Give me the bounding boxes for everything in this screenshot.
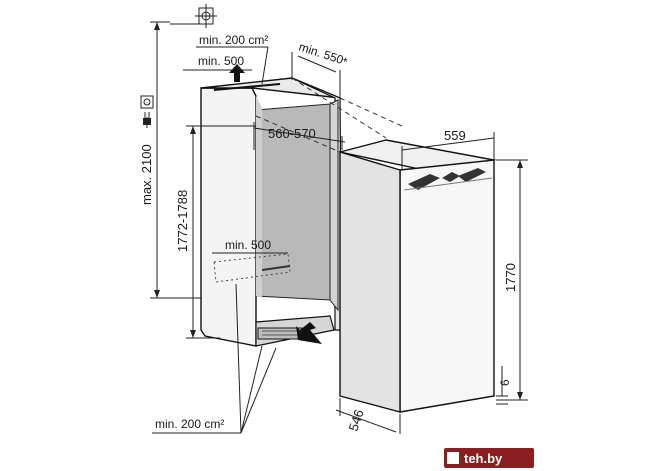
niche-cabinet: [200, 77, 343, 347]
max-height-label: max. 2100: [139, 144, 154, 205]
niche-depth-dimension: [291, 52, 341, 98]
bottom-vent-leader-b: [240, 345, 263, 434]
niche-height-dimension: [186, 125, 256, 339]
top-clearance-label: min. 500: [198, 54, 244, 68]
projection-left: [255, 115, 341, 153]
niche-width-label: 560-570: [268, 126, 316, 141]
socket-icon: [140, 95, 154, 109]
niche-depth-note: *: [343, 55, 348, 69]
top-vent-leader: [261, 46, 269, 85]
appliance-width-dimension: [401, 132, 495, 170]
bottom-vent-area-label: min. 200 cm²: [155, 417, 224, 431]
watermark-text: teh.by: [464, 451, 503, 466]
projection-top-back: [291, 77, 387, 139]
niche-height-label: 1772-1788: [175, 190, 190, 252]
plinth-gap-label: 6: [498, 379, 512, 386]
appliance-height-dimension: [496, 159, 528, 401]
airflow-in-arrow-icon: [296, 322, 322, 344]
appliance-width-label: 559: [444, 128, 466, 143]
projection-top-right: [339, 97, 403, 127]
bottom-vent-leader-a: [235, 283, 242, 434]
bottom-clearance-label: min. 500: [225, 238, 271, 252]
appliance-depth-dimension: [335, 398, 401, 434]
watermark-badge: teh.by: [444, 448, 534, 468]
max-height-dimension: [150, 21, 205, 299]
plan-view-symbol-icon: [195, 4, 217, 28]
plinth-gap-dimension: [496, 366, 508, 405]
appliance-depth-label: 546: [346, 408, 367, 433]
bottom-vent-grille: [261, 265, 291, 271]
top-vent-area-label: min. 200 cm²: [199, 33, 268, 47]
niche-depth-label: min. 550: [297, 40, 345, 68]
power-plug-icon: [143, 112, 151, 128]
watermark-logo-icon: [447, 452, 459, 464]
bottom-vent-leader-c: [240, 347, 277, 434]
appliance-body: [339, 139, 497, 413]
airflow-up-arrow-icon: [229, 64, 245, 82]
appliance-height-label: 1770: [503, 263, 518, 292]
